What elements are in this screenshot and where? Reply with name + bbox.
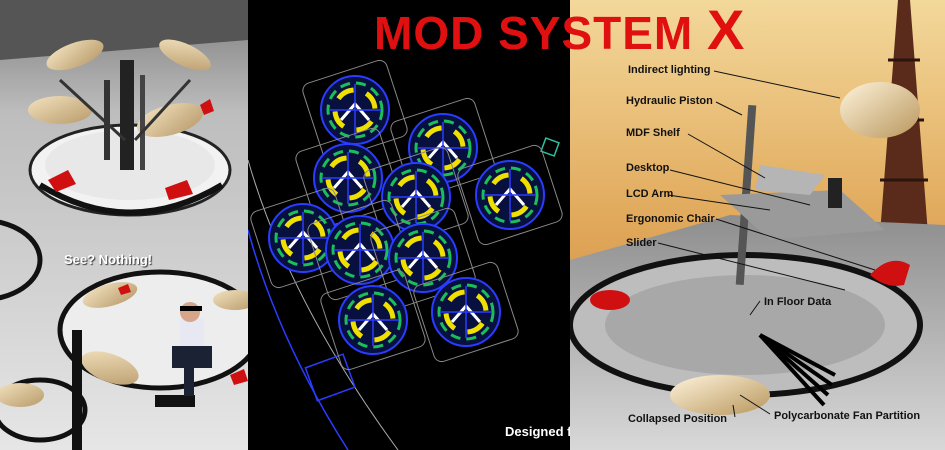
labeled-render-panel: Indirect lighting Hydraulic Piston MDF S… [570,0,945,450]
label-indirect-lighting: Indirect lighting [628,64,711,76]
left-render-panel: See? Nothing! [0,0,248,450]
blueprint-plan-drawing [248,0,570,450]
blueprint-pod [295,127,401,229]
blueprint-pod [302,59,408,161]
see-nothing-caption: See? Nothing! [64,252,153,267]
blueprint-pod [320,269,426,371]
blueprint-pod [413,261,519,363]
label-in-floor-data: In Floor Data [764,296,832,308]
blueprint-pod [457,144,563,246]
label-ergonomic-chair: Ergonomic Chair [626,213,715,225]
title-suffix: X [707,0,746,61]
page-title: MOD SYSTEM X [374,2,745,61]
label-mdf-shelf: MDF Shelf [626,127,680,139]
label-desktop: Desktop [626,162,670,174]
labeled-render-illustration [570,0,945,450]
label-hydraulic-piston: Hydraulic Piston [626,95,713,107]
blueprint-pod-grid [250,59,563,371]
blueprint-pod [370,207,476,309]
title-main: MOD SYSTEM [374,7,694,59]
label-slider: Slider [626,237,657,249]
blueprint-panel: Designed for Foster's Millenium Tower, T… [248,0,570,450]
blueprint-pod [363,146,469,248]
label-lcd-arm: LCD Arm [626,188,674,200]
label-collapsed-position: Collapsed Position [628,413,728,425]
label-polycarbonate-fan-partition: Polycarbonate Fan Partition [774,410,921,422]
blueprint-caption: Designed for Foster's Millenium Tower, T… [505,424,570,439]
left-render-illustration [0,0,248,450]
